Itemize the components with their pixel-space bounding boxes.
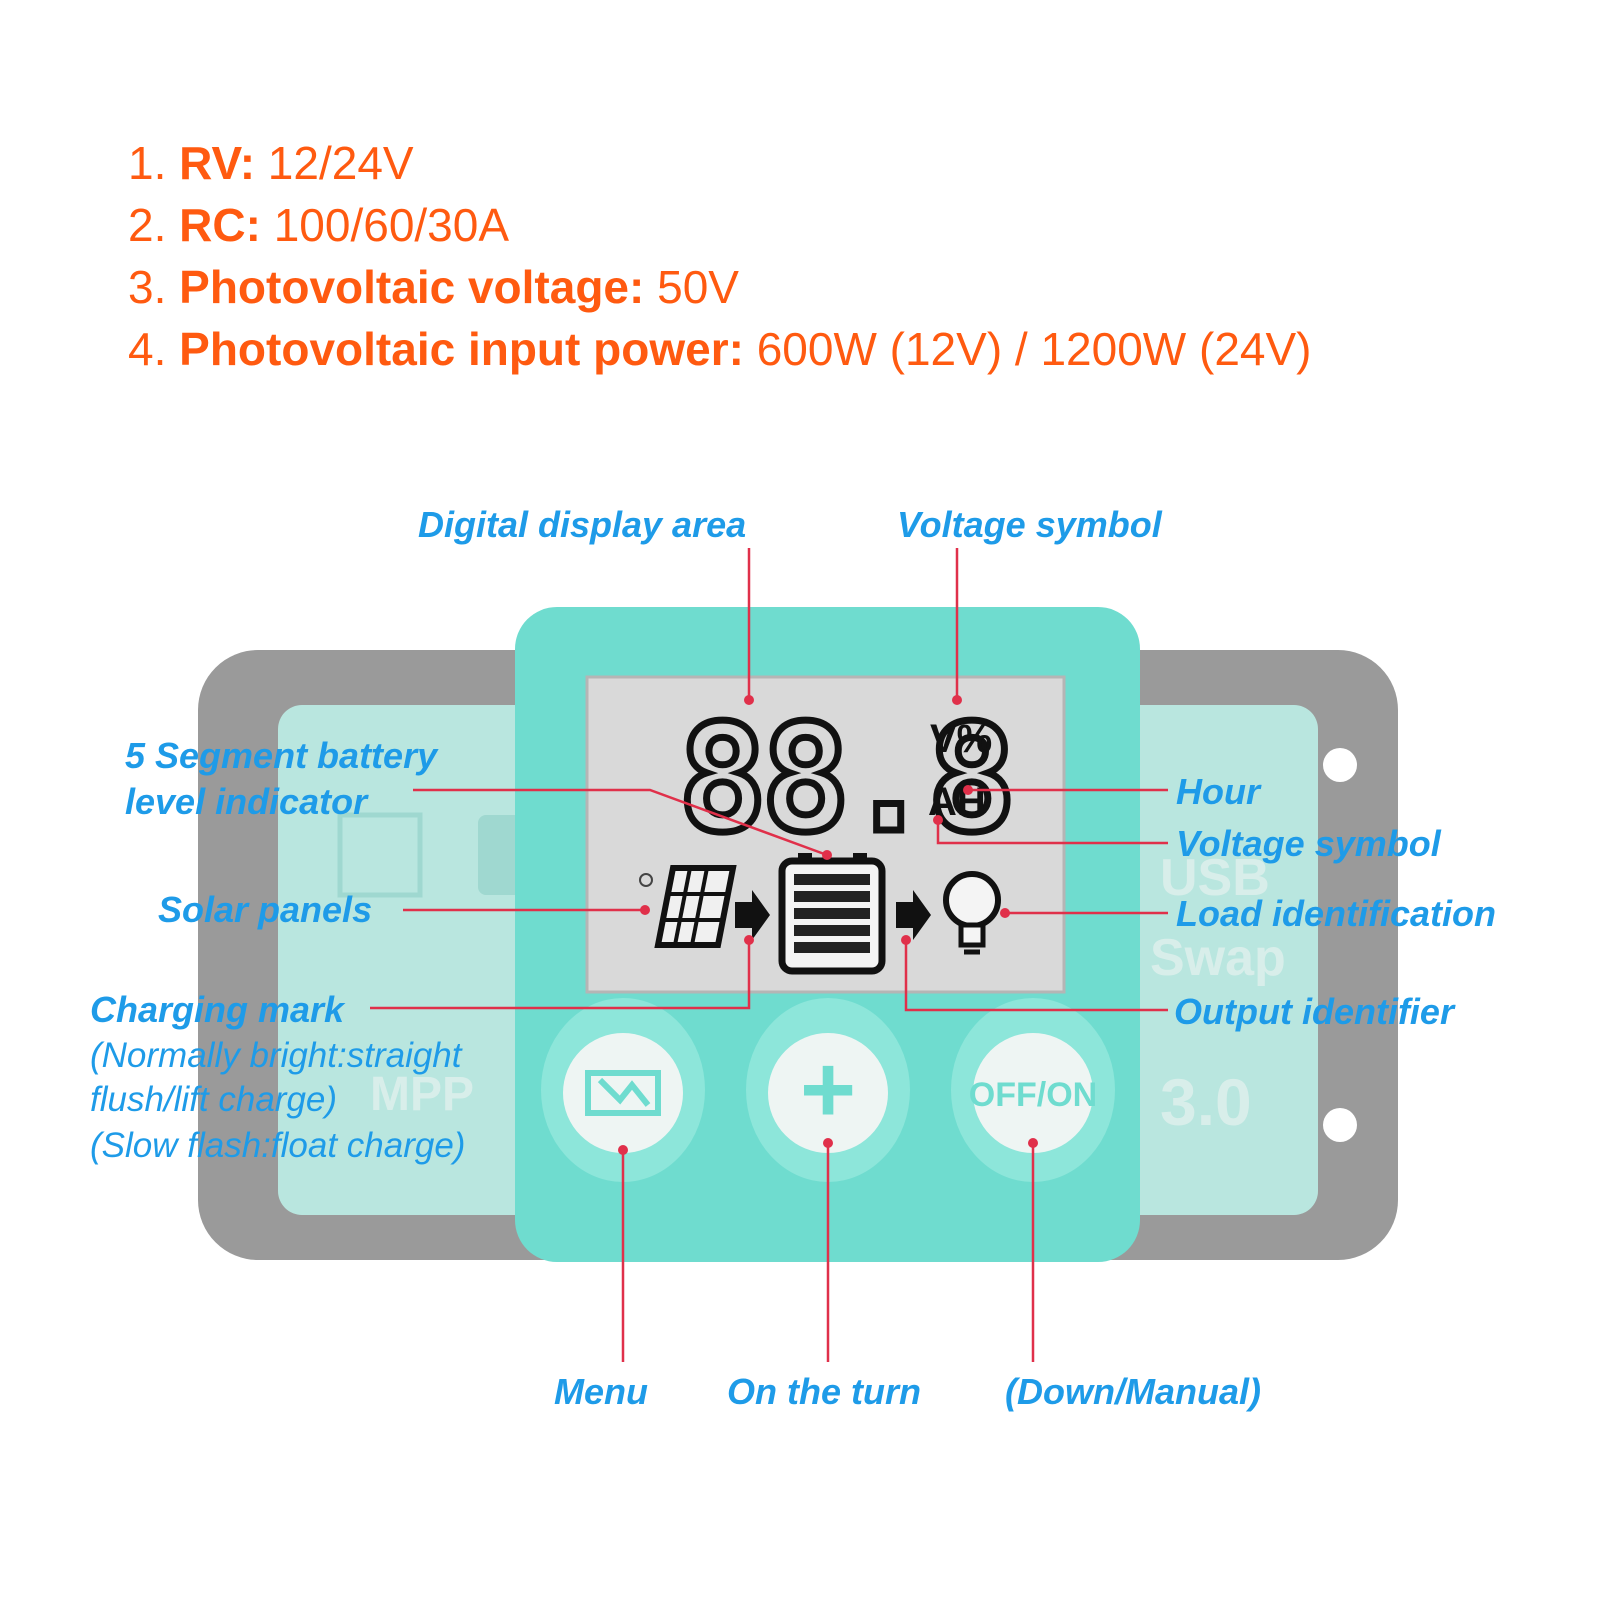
plus-icon: + — [800, 1036, 856, 1143]
unit-voltage-percent: V% — [930, 717, 992, 761]
spec-item: 1. RV: 12/24V — [128, 137, 414, 189]
spec-item: 3. Photovoltaic voltage: 50V — [128, 261, 739, 313]
screw-top — [1323, 748, 1357, 782]
bg-text-swap: Swap — [1150, 929, 1286, 987]
label-load-identification: Load identification — [1176, 893, 1496, 934]
charging-note-line1: (Normally bright:straight — [90, 1036, 462, 1075]
charging-note-line2: flush/lift charge) — [90, 1080, 338, 1119]
menu-icon — [585, 1070, 661, 1116]
chip-icon — [337, 812, 423, 898]
spec-item: 4. Photovoltaic input power: 600W (12V) … — [128, 323, 1312, 375]
label-output-identifier: Output identifier — [1174, 991, 1454, 1032]
digital-readout: 88.8 — [678, 693, 1010, 865]
lock-icon — [478, 815, 522, 895]
bg-text-mppt: MPP — [370, 1068, 474, 1121]
bg-text-usb: USB — [1160, 849, 1270, 907]
label-on-the-turn: On the turn — [727, 1371, 921, 1412]
label-solar-panels: Solar panels — [158, 889, 373, 930]
output-arrow-icon — [896, 890, 931, 940]
label-battery-indicator-line2: level indicator — [125, 781, 368, 822]
label-hour: Hour — [1176, 771, 1260, 812]
charging-note-line3: (Slow flash:float charge) — [90, 1126, 466, 1165]
label-charging-mark: Charging mark — [90, 989, 345, 1030]
leader-lines — [370, 548, 1168, 1362]
label-voltage-symbol-top: Voltage symbol — [897, 504, 1162, 545]
bg-text-version: 3.0 — [1160, 1065, 1252, 1139]
battery-icon — [778, 853, 886, 975]
spec-list: 1. RV: 12/24V 2. RC: 100/60/30A 3. Photo… — [128, 132, 1312, 380]
screw-bottom — [1323, 1108, 1357, 1142]
plus-button[interactable] — [768, 1033, 888, 1153]
label-battery-indicator-line1: 5 Segment battery — [125, 735, 438, 776]
charging-arrow-icon — [735, 890, 770, 940]
leader-dots — [618, 695, 1038, 1155]
label-voltage-symbol-right: Voltage symbol — [1176, 823, 1441, 864]
label-menu: Menu — [554, 1371, 648, 1412]
spec-item: 2. RC: 100/60/30A — [128, 199, 510, 251]
label-digital-display-area: Digital display area — [418, 504, 747, 545]
solar-panel-icon — [639, 865, 737, 948]
label-down-manual: (Down/Manual) — [1005, 1371, 1261, 1412]
offon-label: OFF/ON — [969, 1076, 1097, 1114]
offon-button[interactable] — [973, 1033, 1093, 1153]
menu-icon-bolt — [597, 1077, 651, 1107]
bulb-icon — [943, 871, 1001, 955]
